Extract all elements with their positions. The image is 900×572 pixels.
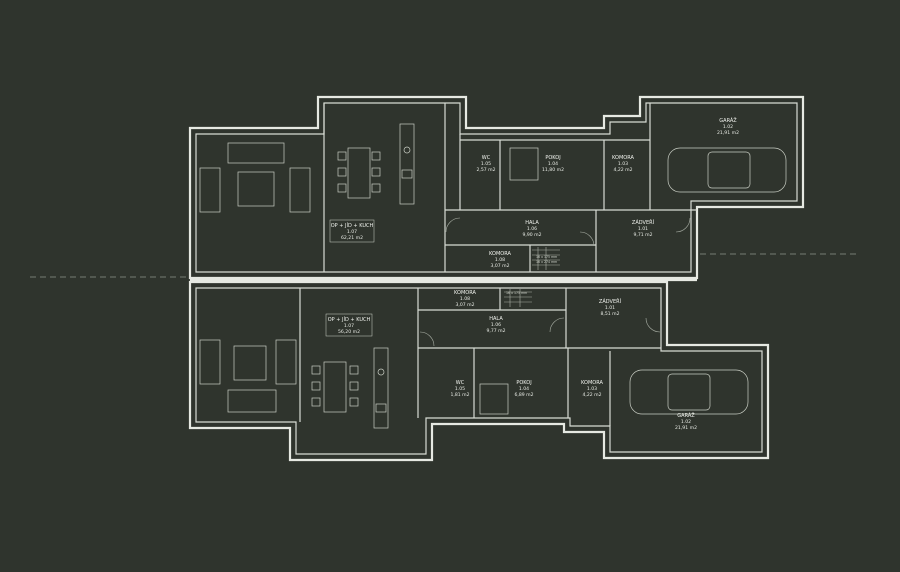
room-area: 21,91 m2 [717,130,739,136]
room-area: 11,80 m2 [542,167,564,173]
room-name: KOMORA [612,155,634,161]
room-name: WC [482,155,491,161]
stair-note: 16 x 274 mm [536,260,557,264]
top-outer-wall [188,95,805,280]
room-number: 1.01 [605,305,615,311]
bottom-sofa-set [199,339,297,413]
bottom-door-arc-3 [645,317,661,333]
top-room-pokoj-label: POKOJ 1.04 11,80 m2 [542,155,564,173]
room-area: 3,07 m2 [490,263,509,269]
room-number: 1.02 [681,419,691,425]
bottom-room-komora-small-label: KOMORA 1.03 4,22 m2 [581,380,603,398]
bottom-stairs [504,289,532,307]
room-number: 1.05 [481,161,491,167]
top-door-arc [445,217,461,233]
bottom-door-arc [419,331,435,347]
bottom-room-hala-label: HALA 1.06 9,77 m2 [486,316,505,334]
room-area: 9,71 m2 [633,232,652,238]
room-name: POKOJ [545,155,560,161]
room-number: 1.06 [491,322,501,328]
top-inner-wall [195,102,798,273]
top-room-komora-small-label: KOMORA 1.03 4,22 m2 [612,155,634,173]
room-number: 1.04 [519,386,529,392]
bottom-door-arc-2 [549,317,565,333]
room-name: HALA [525,220,539,226]
room-number: 1.08 [495,257,505,263]
top-unit: OP + JÍD + KUCH 1.07 62,21 m2 WC 1.05 2,… [188,95,805,280]
room-area: 4,22 m2 [582,392,601,398]
room-name: ZÁDVEŘÍ [632,218,655,226]
bottom-dining-table [311,361,359,413]
room-number: 1.05 [455,386,465,392]
top-room-kitchen-label: OP + JÍD + KUCH 1.07 62,21 m2 [329,219,375,243]
room-name: OP + JÍD + KUCH [331,222,374,229]
stair-note: 16 x 175 mm [506,291,527,295]
bottom-room-wc-label: WC 1.05 1,81 m2 [450,380,469,398]
top-dining-table [337,147,381,199]
bottom-kitchen-island [373,347,389,429]
room-area: 62,21 m2 [341,235,363,241]
room-number: 1.02 [723,124,733,130]
room-name: KOMORA [581,380,603,386]
top-stairs [532,247,560,270]
room-number: 1.06 [527,226,537,232]
top-door-arc-2 [579,231,595,247]
room-number: 1.07 [344,323,354,329]
room-name: OP + JÍD + KUCH [328,316,371,323]
room-area: 1,81 m2 [450,392,469,398]
bottom-unit: OP + JÍD + KUCH 1.07 56,20 m2 KOMORA 1.0… [188,280,770,462]
room-area: 56,20 m2 [338,329,360,335]
room-name: POKOJ [516,380,531,386]
top-kitchen-island [399,123,415,205]
bottom-room-garaz-label: GARÁŽ 1.02 21,91 m2 [675,411,697,431]
bottom-outer-wall [188,280,770,462]
room-number: 1.04 [548,161,558,167]
top-bed [509,147,539,181]
bottom-room-zadveri-label: ZÁDVEŘÍ 1.01 8,51 m2 [599,297,622,317]
room-area: 3,07 m2 [455,302,474,308]
room-area: 6,89 m2 [514,392,533,398]
top-room-garaz-label: GARÁŽ 1.02 21,91 m2 [717,116,739,136]
room-number: 1.03 [587,386,597,392]
top-room-komora-label: KOMORA 1.08 3,07 m2 [489,251,511,269]
room-name: HALA [489,316,503,322]
top-room-hala-label: HALA 1.06 9,90 m2 [522,220,541,238]
room-name: KOMORA [489,251,511,257]
room-area: 9,90 m2 [522,232,541,238]
room-area: 21,91 m2 [675,425,697,431]
room-area: 4,22 m2 [613,167,632,173]
bottom-inner-wall [195,287,763,455]
bottom-bed [479,383,509,415]
room-number: 1.08 [460,296,470,302]
top-room-wc-label: WC 1.05 2,57 m2 [476,155,495,173]
room-area: 2,57 m2 [476,167,495,173]
bottom-room-pokoj-label: POKOJ 1.04 6,89 m2 [514,380,533,398]
bottom-room-kitchen-label: OP + JÍD + KUCH 1.07 56,20 m2 [325,313,373,337]
top-door-arc-3 [675,217,691,233]
top-room-zadveri-label: ZÁDVEŘÍ 1.01 9,71 m2 [632,218,655,238]
room-name: WC [456,380,465,386]
room-number: 1.07 [347,229,357,235]
room-number: 1.01 [638,226,648,232]
room-name: KOMORA [454,290,476,296]
room-name: GARÁŽ [677,411,695,419]
room-number: 1.03 [618,161,628,167]
top-sofa-set [199,142,311,213]
stair-note: 16 x 175 mm [536,255,557,259]
room-name: GARÁŽ [719,116,737,124]
room-area: 9,77 m2 [486,328,505,334]
room-name: ZÁDVEŘÍ [599,297,622,305]
room-area: 8,51 m2 [600,311,619,317]
bottom-room-komora-label: KOMORA 1.08 3,07 m2 [454,290,476,308]
top-car [667,147,787,193]
bottom-car [629,369,749,415]
